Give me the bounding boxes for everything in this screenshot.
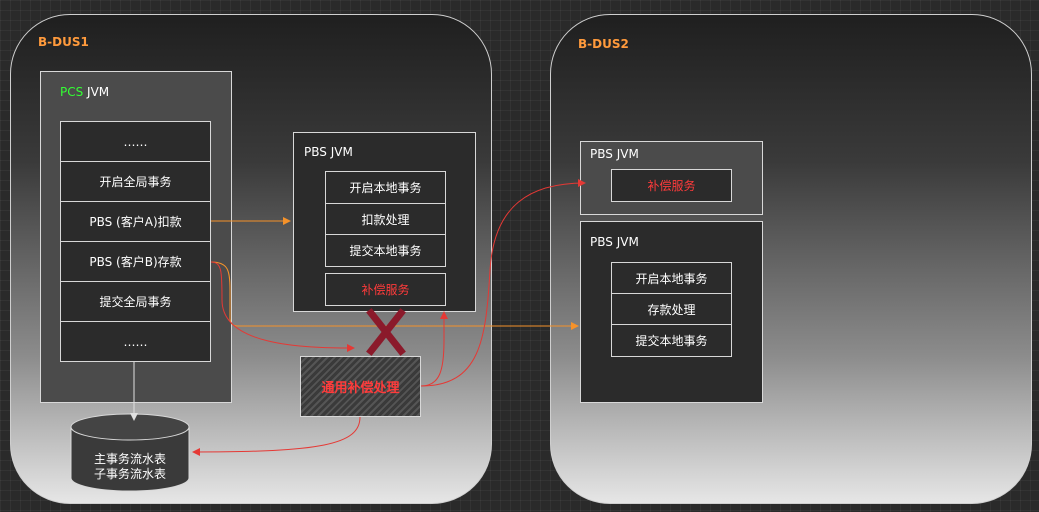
pcs-step-debit-a: PBS (客户A)扣款 (60, 201, 211, 242)
x-mark-icon (366, 308, 406, 356)
pbs-left-begin-local: 开启本地事务 (325, 171, 446, 204)
pbs-jvm-right-top-title: PBS JVM (590, 147, 639, 161)
pcs-label: PCS (60, 85, 84, 99)
db-main-table: 主事务流水表 (93, 452, 166, 466)
pcs-jvm-title: PCS JVM (60, 85, 109, 99)
pcs-jvm-label: JVM (83, 85, 110, 99)
arrow-compensation-to-pbs-left (420, 311, 448, 387)
cylinder-icon (70, 413, 190, 492)
pbs-left-compensation-service: 补偿服务 (325, 273, 446, 306)
pcs-step-begin-global: 开启全局事务 (60, 161, 211, 202)
database-label: 主事务流水表 子事务流水表 (71, 452, 189, 482)
pcs-step-ellipsis-top: …… (60, 121, 211, 162)
pbs-right-commit-local: 提交本地事务 (611, 324, 732, 357)
arrow-credit-to-pbs-right (210, 261, 579, 330)
pbs-left-debit-process: 扣款处理 (325, 203, 446, 235)
arrow-compensation-to-pbs-right (420, 179, 586, 387)
pbs-jvm-left-title: PBS JVM (304, 145, 353, 159)
arrow-compensation-to-db (192, 416, 361, 456)
pcs-step-ellipsis-bottom: …… (60, 321, 211, 362)
db-sub-table: 子事务流水表 (93, 467, 166, 481)
region-b-dus1-title: B-DUS1 (38, 35, 89, 49)
general-compensation-box: 通用补偿处理 (300, 356, 421, 417)
pcs-step-credit-b: PBS (客户B)存款 (60, 241, 211, 282)
pcs-step-commit-global: 提交全局事务 (60, 281, 211, 322)
pbs-right-compensation-service: 补偿服务 (611, 169, 732, 202)
pbs-left-commit-local: 提交本地事务 (325, 234, 446, 267)
region-b-dus2-title: B-DUS2 (578, 37, 629, 51)
arrow-credit-to-compensation (210, 261, 355, 352)
pbs-jvm-right-bottom-title: PBS JVM (590, 235, 639, 249)
